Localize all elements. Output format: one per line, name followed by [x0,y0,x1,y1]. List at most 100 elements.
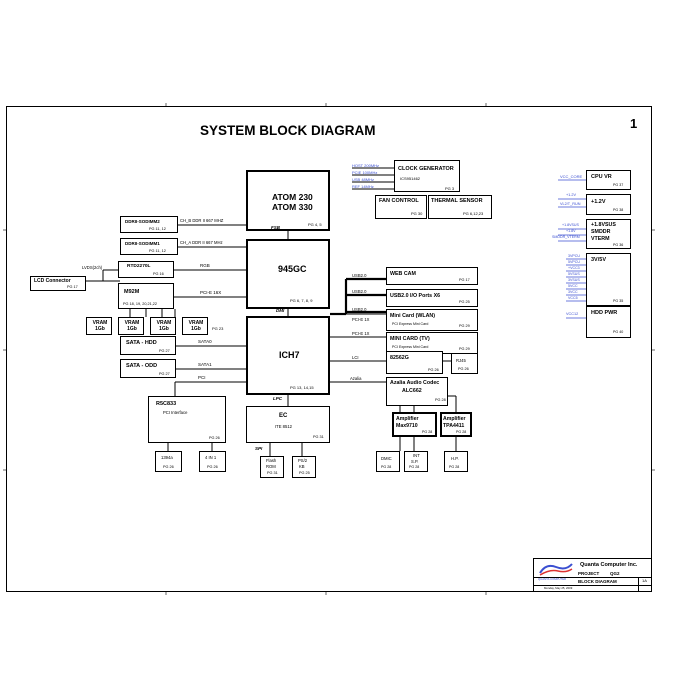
cpu-vr-name: CPU VR [591,174,612,180]
amplifier-tpa4411-line1: Amplifier [443,416,466,422]
v3v5-signal-8: VCC5 [568,296,578,300]
vram-chip-4: VRAM 1Gb [182,317,208,335]
vcc12-signal: VCC12 [566,312,579,316]
vram-chip-2: VRAM 1Gb [118,317,144,335]
sodimm1-page-ref: PG 11, 12 [149,249,166,253]
vram-page-ref: PG 23 [212,326,224,331]
rj45-block: RJ45 PG 26 [451,353,478,374]
thermal-sensor-name: THERMAL SENSOR [431,198,483,204]
lcd-connector-page-ref: PG 17 [67,285,78,289]
cpu-vr-page-ref: PG 37 [613,183,624,187]
v18-sus-regulator-block: +1.8VSUS SMDDR VTERM PG 36 [586,219,631,249]
northbridge-block: 945GC PG 6, 7, 8, 9 [246,239,330,309]
amplifier-max9710-page-ref: PG 28 [422,430,433,434]
lan-controller-block: 82562G [386,351,443,374]
pci-bus-label: PCI [198,375,206,380]
cpu-vr-block: CPU VR PG 37 [586,170,631,190]
rj45-name: RJ45 [456,358,466,363]
smddr-vterm-signal: SMDDR_VTERM [552,235,580,239]
vl2t-run-signal: VL2/T_RUN [560,202,581,206]
vram-chip-3-label: VRAM 1Gb [156,320,172,332]
lci-label: LCI [352,355,359,360]
southbridge-name: ICH7 [279,350,300,360]
sheet-border [6,106,652,592]
ieee1394-block: 1394a PG 26 [155,451,182,472]
vcc-core-signal: VCC_CORE [560,174,583,179]
quanta-logo [536,561,576,577]
headphone-name: H.P. [451,456,459,461]
lan-controller-page-ref: PG 26 [428,368,439,372]
lan-controller-name: 82562G [390,355,409,361]
sata-odd-name: SATA - ODD [126,363,158,369]
vram-chip-1: VRAM 1Gb [86,317,112,335]
sata-hdd-name: SATA - HDD [126,340,157,346]
v3v5-regulator-block: 3V/5V PG 35 [586,253,631,306]
clock-signal-ref: REF 14MHz [352,184,374,189]
v18sus-signal: +1.8VSUS [562,223,579,227]
rtd2270l-page-ref: PG 16 [153,272,164,276]
rtd2270l-name: RTD2270L [127,264,151,269]
hdd-power-name: HDD PWR [591,310,618,316]
v12-regulator-page-ref: PG 38 [613,208,624,212]
project-label: PROJECT [578,571,600,576]
v18-signal: +1.8V [566,229,576,233]
flash-rom-line1: Flash [266,458,277,463]
sata-odd-block: SATA - ODD PG 27 [120,359,176,378]
v3v5-signal-1: 3VPCU [568,254,580,258]
ps2-kb-line2: KB [299,464,305,469]
clock-generator-name: CLOCK GENERATOR [398,166,454,172]
ps2-kb-block: PS/2 KB PG 25 [292,456,316,478]
clock-signal-host: HOST 200MHz [352,163,380,168]
spi-label: SPI [255,446,263,451]
audio-codec-line1: Azalia Audio Codec [390,380,440,386]
sodimm2-name: DDRII-SODIMM2 [125,219,160,224]
r5c833-sub: PCI Interface [163,410,188,415]
amplifier-max9710-block: Amplifier Max9710 PG 28 [392,412,437,437]
tv-card-sub: PCI Express Mini Card [392,345,429,349]
usb-label-wlan: USB2.0 [352,307,367,312]
sheet-number: 1 [630,116,638,131]
clock-signal-pcie: PCIE 100MHz [352,170,378,175]
rtd2270l-block: RTD2270L PG 16 [118,261,174,278]
sata-odd-page-ref: PG 27 [159,372,170,376]
sata-hdd-block: SATA - HDD PG 27 [120,336,176,355]
lcd-connector-name: LCD Connector [34,278,71,284]
dmic-page-ref: PG 28 [381,465,392,469]
ps2-kb-page-ref: PG 25 [299,471,310,475]
southbridge-page-ref: PG 13, 14,15 [290,385,314,390]
audio-codec-line2: ALC662 [402,388,422,394]
vram-chip-3: VRAM 1Gb [150,317,176,335]
hdd-power-page-ref: PG 40 [613,330,624,334]
sata0-label: SATA0 [198,339,212,344]
document-rev: 1A [642,578,647,583]
wlan-card-page-ref: PG 29 [459,324,470,328]
document-date: Monday, May 25, 2009 [544,586,573,590]
cpu-name-line2: ATOM 330 [272,202,313,212]
thermal-sensor-page-ref: PG 6,12,23 [463,211,484,216]
usb-ports-block: USB2.0 I/O Ports X6 PG 25 [386,289,478,307]
rj45-page-ref: PG 26 [458,367,469,371]
tv-card-page-ref: PG 29 [459,347,470,351]
v12-signal: +1.2V [566,193,577,197]
ec-name: EC [279,413,288,419]
internal-speaker-page-ref: PG 28 [409,465,420,469]
vram-chip-4-label: VRAM 1Gb [188,320,204,332]
v3v5-signal-2: 5VPCU [568,260,580,264]
amplifier-tpa4411-page-ref: PG 28 [456,430,467,434]
ec-block: EC ITE 8512 PG 31 [246,406,330,443]
v12-regulator-name: +1.2V [591,199,606,205]
lvds-label: LVDS(2ch) [82,265,103,270]
amplifier-max9710-line2: Max9710 [396,423,418,429]
flash-rom-page-ref: PG 31 [267,471,278,475]
pcie16x-label: PCI-E 16X [200,290,222,295]
cpu-page-ref: PG 4, 5 [308,222,322,227]
flash-rom-line2: ROM [266,464,276,469]
ec-page-ref: PG 31 [313,435,324,439]
v18-sus-page-ref: PG 36 [613,243,624,247]
r5c833-block: R5C833 PCI Interface PG 26 [148,396,226,443]
project-code: QG2 [610,571,620,576]
amplifier-tpa4411-line2: TPA4411 [443,423,465,429]
ddr-bus-a-label: CH_A DDR II 667 MHz [180,240,223,245]
cpu-name-line1: ATOM 230 [272,192,313,202]
wlan-card-name: Mini Card (WLAN) [390,313,436,319]
